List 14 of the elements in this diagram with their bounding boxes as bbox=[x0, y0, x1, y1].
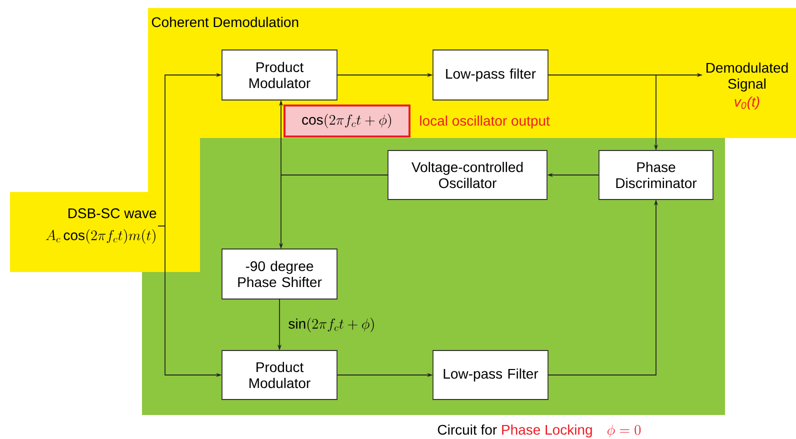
annotation: local oscillator output bbox=[418, 114, 551, 130]
oscillator-box: Voltage-controlled Oscillator bbox=[388, 150, 548, 200]
phase-shifter-box: -90 degree Phase Shifter bbox=[222, 248, 338, 300]
modulator-box: Product Modulator bbox=[222, 350, 338, 400]
output-label: Demodulated Signal v$_{0}$(t) bbox=[703, 61, 791, 111]
region-caption: Circuit for Phase Locking $\phi = 0$ bbox=[438, 424, 641, 438]
modulator-box: Product Modulator bbox=[222, 50, 338, 100]
filter-box: Low-pass Filter bbox=[432, 350, 548, 400]
region-title: Coherent Demodulation bbox=[152, 16, 298, 28]
input-label: DSB-SC wave $A_c \cos(2\pi f_c t) m(t)$ bbox=[44, 207, 158, 245]
discriminator-box: Phase Discriminator bbox=[598, 150, 714, 200]
filter-box: Low-pass filter bbox=[432, 50, 548, 100]
edge-label: $\sin(2\pi f_c t+\phi)$ bbox=[288, 318, 374, 332]
formula-box: $\cos(2\pi f_c t+\phi)$ bbox=[284, 104, 410, 138]
